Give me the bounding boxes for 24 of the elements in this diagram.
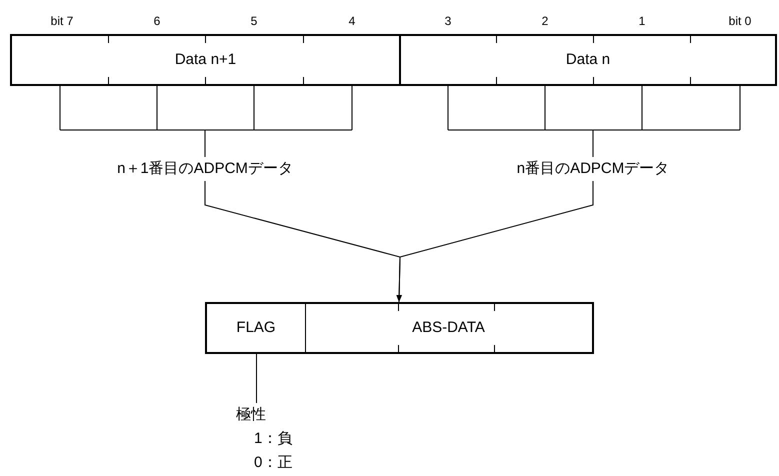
register-field [10,34,401,86]
bit-label: bit 7 [50,13,74,30]
field-label: FLAG [236,318,276,338]
field-label: ABS-DATA [412,318,485,338]
leader-line [256,352,257,404]
field-label: Data n [566,50,610,70]
polarity-value: 0：正 [254,453,292,473]
polarity-value: 1：負 [254,429,292,449]
bracket-line [60,86,352,158]
bit-label: 4 [348,13,356,30]
bit-label: 3 [444,13,452,30]
field-label: n＋1番目のADPCMデータ [117,158,293,179]
field-label: n番目のADPCMデータ [516,158,670,179]
bit-label: 6 [154,13,160,30]
field-label: Data n+1 [174,50,236,70]
data-format-box [205,302,594,354]
bit-label: 2 [542,13,548,30]
arrow [396,180,594,302]
bit-label: bit 0 [728,13,752,30]
bit-label: 5 [250,13,258,30]
bracket-line [448,86,740,158]
polarity-label: 極性 [236,405,266,425]
bit-label: 1 [638,13,646,30]
register-field [399,34,777,86]
